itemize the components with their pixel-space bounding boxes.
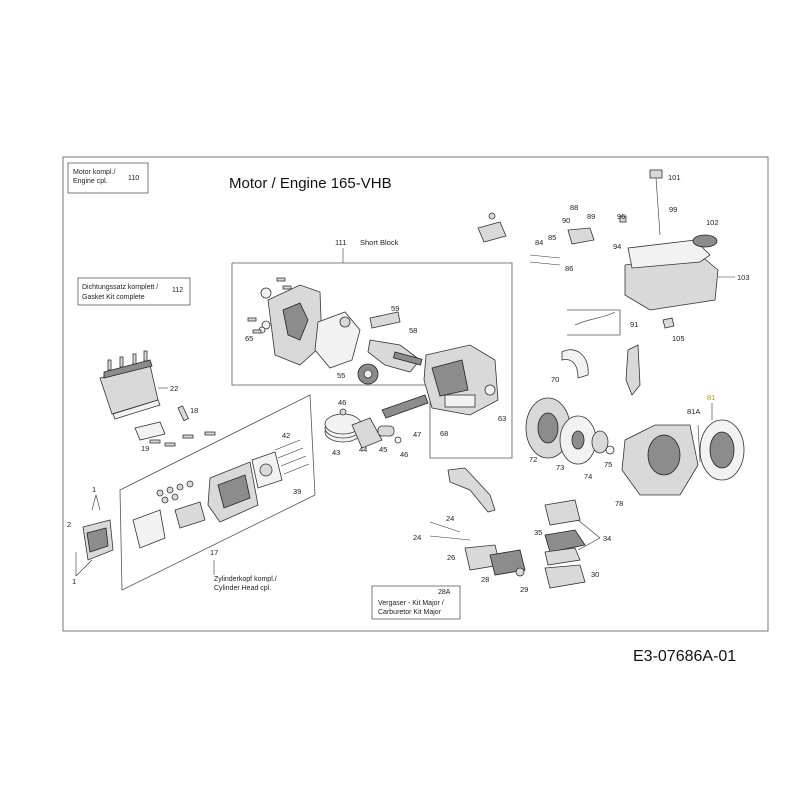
- part-label-p94: 94: [613, 242, 621, 251]
- short-block-group: 111 Short Block: [231, 238, 513, 459]
- part-label-p75: 75: [604, 460, 612, 469]
- box-text: 112: [172, 287, 183, 294]
- part-label-p1a: 1: [92, 485, 96, 494]
- part-label-p43: 43: [332, 448, 340, 457]
- side-cover: [75, 494, 114, 577]
- part-label-p81A: 81A: [687, 407, 700, 416]
- part-label-p46b: 46: [400, 450, 408, 459]
- part-label-p89: 89: [587, 212, 595, 221]
- fuel-tank: [619, 169, 719, 311]
- box-text: 17: [210, 548, 218, 557]
- flywheel-assembly: [525, 397, 615, 465]
- box-text: Short Block: [360, 238, 399, 247]
- part-label-p99: 99: [669, 205, 677, 214]
- part-label-p73: 73: [556, 463, 564, 472]
- part-label-p63: 63: [498, 414, 506, 423]
- box-text: Zylinderkopf kompl./: [214, 576, 277, 583]
- part-label-p78: 78: [615, 499, 623, 508]
- part-label-p70: 70: [551, 375, 559, 384]
- part-label-p90: 90: [562, 216, 570, 225]
- part-label-p58: 58: [409, 326, 417, 335]
- recoil-starter: [621, 419, 745, 496]
- box-text: 110: [128, 175, 139, 182]
- box-text: Vergaser - Kit Major /: [378, 600, 444, 607]
- part-label-p45: 45: [379, 445, 387, 454]
- part-label-p72: 72: [529, 455, 537, 464]
- part-label-p39: 39: [293, 487, 301, 496]
- box-text: Cylinder Head cpl.: [214, 585, 271, 592]
- part-label-p55: 55: [337, 371, 345, 380]
- part-label-p42: 42: [282, 431, 290, 440]
- box-text: 111: [335, 238, 346, 247]
- carburetor-section: [429, 467, 586, 589]
- carburetor-kit-box: 28A Vergaser - Kit Major / Carburetor Ki…: [371, 585, 461, 620]
- part-label-p26: 26: [447, 553, 455, 562]
- part-label-p105: 105: [672, 334, 685, 343]
- box-text: Motor kompl./: [73, 169, 115, 176]
- box-text: Engine cpl.: [73, 178, 108, 185]
- part-label-p29: 29: [520, 585, 528, 594]
- part-label-p19: 19: [141, 444, 149, 453]
- part-label-p47: 47: [413, 430, 421, 439]
- part-label-p68: 68: [440, 429, 448, 438]
- box-text: 28A: [438, 589, 451, 596]
- part-label-p74: 74: [584, 472, 592, 481]
- part-label-p30: 30: [591, 570, 599, 579]
- fuel-line: [567, 309, 675, 336]
- gasket-kit-box: Dichtungssatz komplett / Gasket Kit comp…: [77, 277, 191, 306]
- part-label-p28: 28: [481, 575, 489, 584]
- part-label-p22: 22: [170, 384, 178, 393]
- part-label-p86: 86: [565, 264, 573, 273]
- part-label-p34: 34: [603, 534, 611, 543]
- part-label-p59: 59: [391, 304, 399, 313]
- part-label-p102: 102: [706, 218, 719, 227]
- shroud-bracket: [561, 344, 641, 396]
- part-label-p46: 46: [338, 398, 346, 407]
- document-code: E3-07686A-01: [633, 648, 736, 665]
- part-label-p24b: 24: [413, 533, 421, 542]
- engine-complete-box: Motor kompl./ Engine cpl. 110: [67, 162, 149, 194]
- part-label-p88: 88: [570, 203, 578, 212]
- part-label-p65: 65: [245, 334, 253, 343]
- part-label-p96: 96: [617, 212, 625, 221]
- box-text: Dichtungssatz komplett /: [82, 284, 158, 291]
- part-label-p35: 35: [534, 528, 542, 537]
- part-label-p44: 44: [359, 445, 367, 454]
- part-label-p18: 18: [190, 406, 198, 415]
- throttle-linkage: [477, 212, 595, 245]
- highlighted-part-81[interactable]: 81: [707, 393, 715, 402]
- part-label-p24a: 24: [446, 514, 454, 523]
- box-text: Carburetor Kit Major: [378, 609, 442, 616]
- diagram-frame: [62, 156, 769, 632]
- part-label-p1b: 1: [72, 577, 76, 586]
- part-label-p84: 84: [535, 238, 543, 247]
- part-label-p2: 2: [67, 520, 71, 529]
- box-text: Gasket Kit complete: [82, 294, 145, 301]
- page-title: Motor / Engine 165-VHB: [229, 175, 392, 192]
- breather-parts: [134, 405, 216, 447]
- part-label-p101: 101: [668, 173, 681, 182]
- part-label-p91: 91: [630, 320, 638, 329]
- valve-cover: [99, 350, 161, 420]
- part-label-p103: 103: [737, 273, 750, 282]
- cylinder-head-group: [119, 394, 316, 591]
- part-label-p85: 85: [548, 233, 556, 242]
